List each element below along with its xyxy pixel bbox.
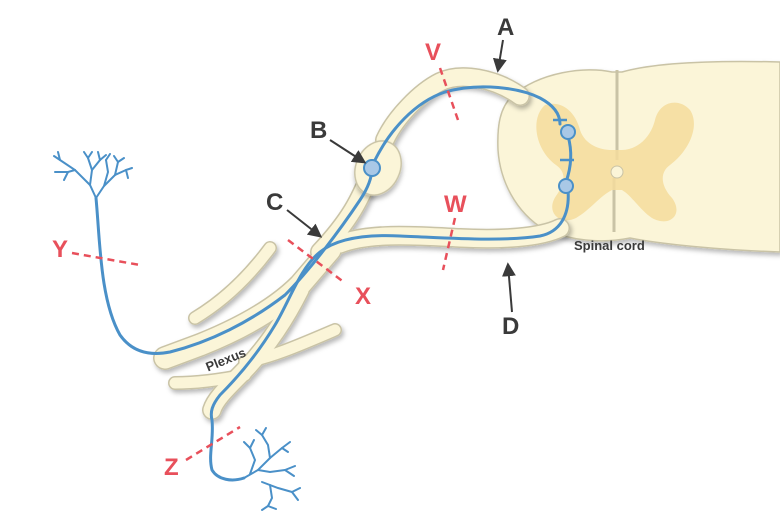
- arrow-a: [492, 39, 507, 73]
- arrow-b: [329, 139, 367, 164]
- ganglion-cell-body: [363, 159, 381, 177]
- label-v: V: [425, 39, 441, 66]
- cut-line-w: [441, 217, 457, 271]
- cut-lines: [71, 67, 460, 462]
- label-x: X: [355, 283, 371, 310]
- label-d: D: [502, 313, 519, 340]
- interneuron-cell-body: [560, 124, 576, 140]
- label-c: C: [266, 189, 283, 216]
- sensory-central-process: [373, 85, 562, 162]
- cut-line-v: [438, 67, 460, 121]
- cell-bodies: [363, 124, 576, 194]
- pointer-arrows: [286, 39, 516, 313]
- cut-line-y: [71, 251, 141, 267]
- dendrite-tree-z: [243, 427, 301, 511]
- arrow-d: [501, 262, 516, 313]
- sensory-axon: [94, 166, 374, 355]
- label-b: B: [310, 117, 327, 144]
- dendrite-tree-y: [53, 151, 133, 199]
- motor-cell-body: [558, 178, 574, 194]
- central-canal: [610, 165, 624, 179]
- label-z: Z: [164, 454, 179, 481]
- label-w: W: [444, 191, 467, 218]
- cut-line-z: [185, 425, 241, 462]
- label-y: Y: [52, 236, 68, 263]
- label-a: A: [497, 14, 514, 41]
- synapses: [553, 118, 574, 162]
- arrow-c: [286, 209, 323, 238]
- label-spinal-cord: Spinal cord: [574, 238, 645, 253]
